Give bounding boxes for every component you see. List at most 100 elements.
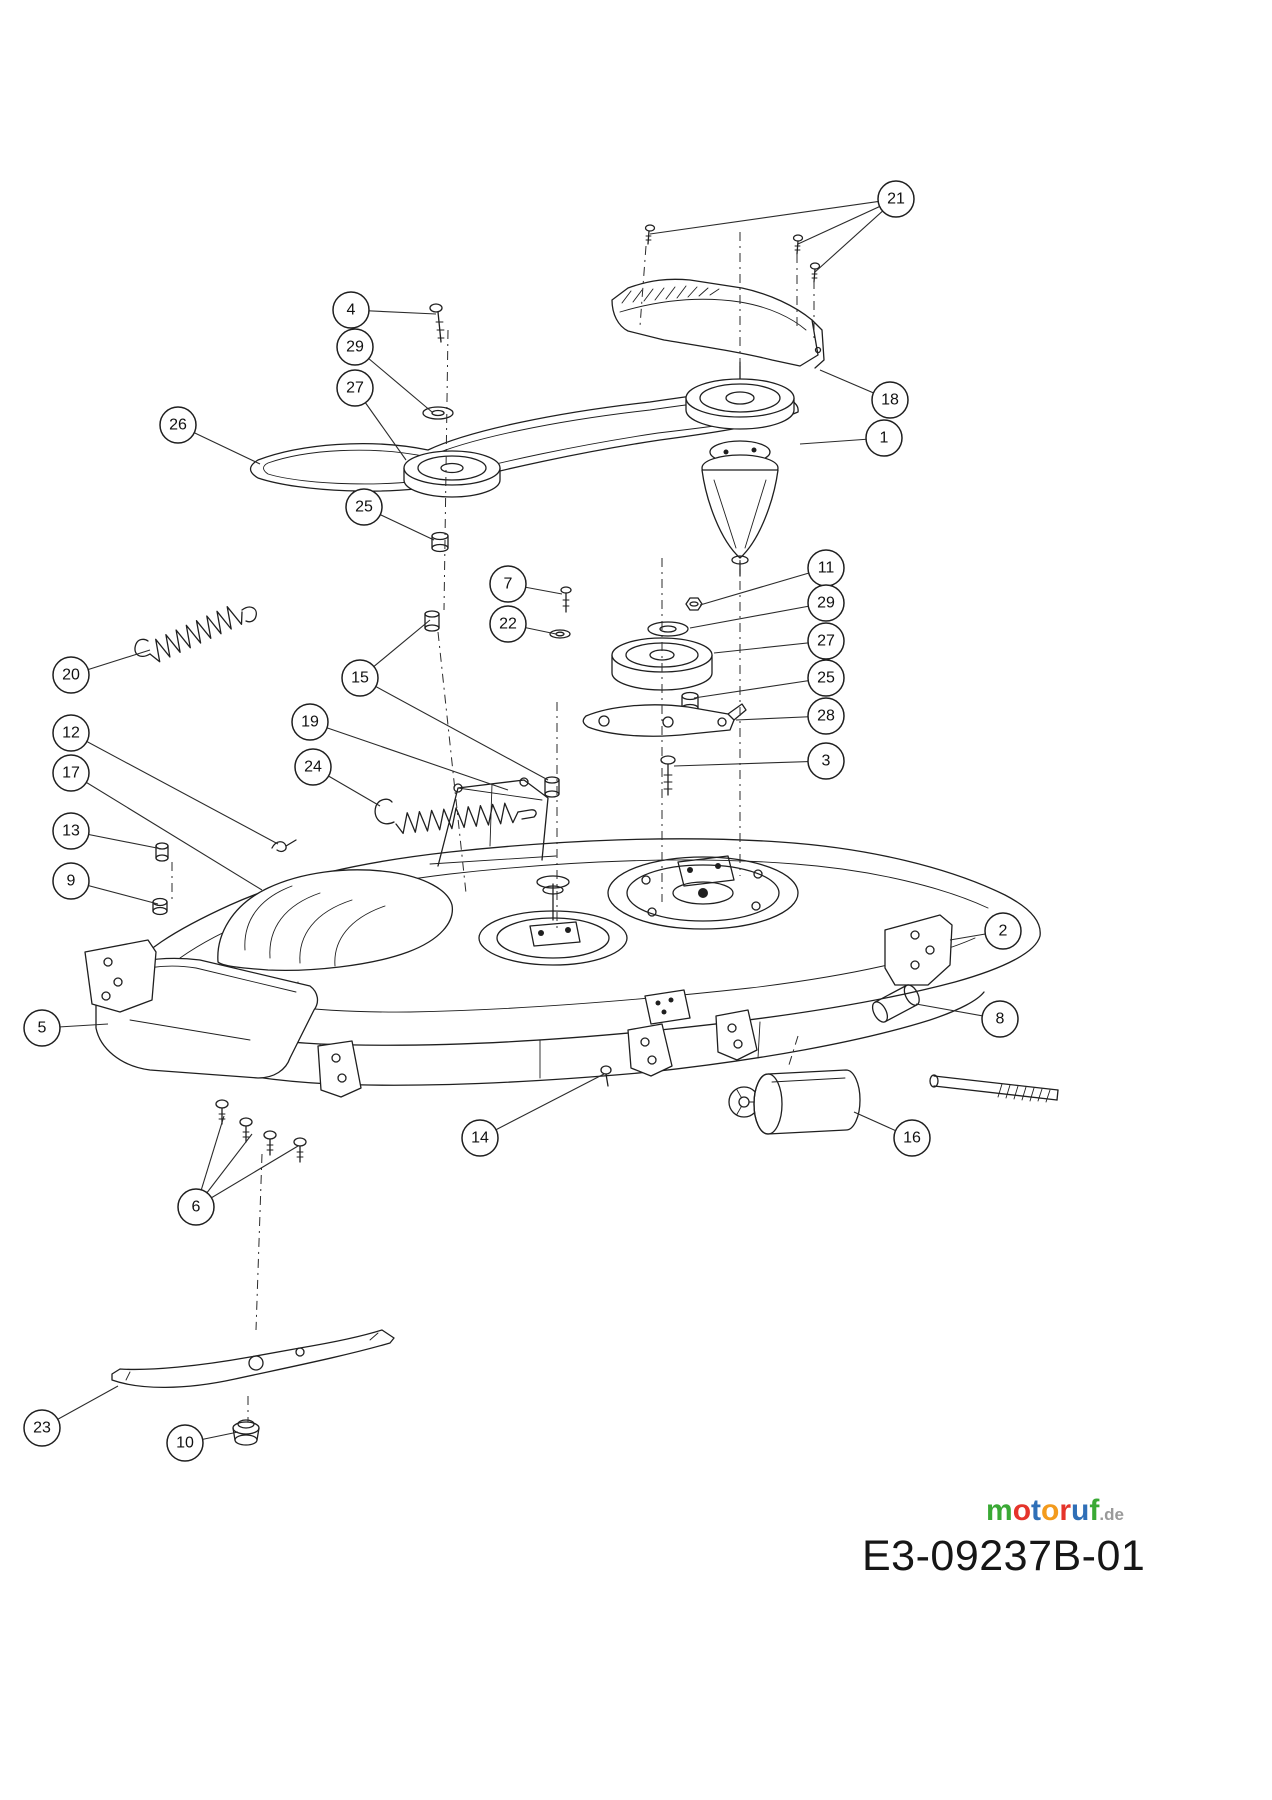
callout-26: 26 [159,406,197,444]
sleeve-spacers [424,610,560,798]
svg-text:13: 13 [62,823,80,840]
callout-29: 29 [336,328,374,366]
callout-19: 19 [291,703,329,741]
idler-pulley-top [403,450,501,498]
svg-text:25: 25 [355,499,373,516]
idler-spacer-lower [681,691,699,713]
svg-text:16: 16 [903,1130,921,1147]
svg-text:6: 6 [192,1199,201,1216]
svg-text:3: 3 [822,753,831,770]
callout-1: 1 [865,419,903,457]
callout-15: 15 [341,659,379,697]
callout-3: 3 [807,742,845,780]
right-bracket [884,914,953,986]
svg-text:9: 9 [67,873,76,890]
svg-text:27: 27 [817,633,835,650]
callout-28: 28 [807,697,845,735]
callout-6: 6 [177,1188,215,1226]
svg-text:21: 21 [887,191,905,208]
callout-13: 13 [52,812,90,850]
bolt-7 [560,586,572,613]
idler-bracket [582,703,747,737]
idler-spacer-top [431,531,449,553]
svg-text:12: 12 [62,725,80,742]
svg-text:17: 17 [62,765,80,782]
callout-16: 16 [893,1119,931,1157]
cover-screws [644,224,821,283]
spindle-assembly [685,361,795,577]
exploded-drawing [84,224,1059,1446]
idler-nut [685,597,703,611]
svg-text:22: 22 [499,616,517,633]
svg-text:23: 23 [33,1420,51,1437]
callout-27: 27 [336,369,374,407]
svg-text:1: 1 [880,430,889,447]
svg-text:11: 11 [818,560,835,577]
spindle-opening-middle [478,875,628,966]
callout-25: 25 [807,659,845,697]
watermark-suffix: .de [1099,1505,1124,1524]
svg-text:18: 18 [881,392,899,409]
left-bracket [84,939,157,1013]
lift-arm-frame [429,777,557,867]
callout-20: 20 [52,656,90,694]
callout-9: 9 [52,862,90,900]
callout-7: 7 [489,565,527,603]
callout-27: 27 [807,622,845,660]
idler-bolt [429,303,445,343]
svg-text:29: 29 [346,339,364,356]
svg-text:20: 20 [62,667,80,684]
belt-guard-cover [611,278,825,369]
leader-lines [41,198,1004,1444]
callout-17: 17 [52,754,90,792]
belt-cover-dome [217,869,453,971]
idler-washer-lower [647,621,689,637]
callout-24: 24 [294,748,332,786]
watermark-word: motoruf [986,1494,1100,1527]
svg-text:10: 10 [176,1435,194,1452]
ferrule-9 [152,897,168,916]
pin-13 [155,842,169,862]
clip-12 [271,839,297,853]
deck-roller [728,1069,861,1135]
svg-text:24: 24 [304,759,322,776]
callout-22: 22 [489,605,527,643]
callout-29: 29 [807,584,845,622]
part-code: E3-09237B-01 [862,1532,1146,1580]
watermark: motoruf.de [986,1496,1124,1526]
hex-bolt-3 [660,755,676,796]
svg-text:29: 29 [817,595,835,612]
callout-18: 18 [871,381,909,419]
svg-text:4: 4 [347,302,356,319]
idler-washer-top [422,406,454,420]
deck-screws [215,1099,307,1163]
callout-8: 8 [981,1000,1019,1038]
svg-text:7: 7 [504,576,513,593]
svg-text:8: 8 [996,1011,1005,1028]
svg-text:28: 28 [817,708,835,725]
svg-text:14: 14 [471,1130,489,1147]
springs [134,606,537,835]
svg-text:15: 15 [351,670,369,687]
mower-blade [111,1329,395,1389]
svg-text:25: 25 [817,670,835,687]
svg-text:5: 5 [38,1020,47,1037]
callout-14: 14 [461,1119,499,1157]
callout-4: 4 [332,291,370,329]
svg-text:2: 2 [999,923,1008,940]
callout-21: 21 [877,180,915,218]
center-lines [171,232,815,1422]
callout-5: 5 [23,1009,61,1047]
callout-10: 10 [166,1424,204,1462]
bolt-14 [600,1065,612,1087]
blade-nut [232,1419,260,1446]
svg-text:19: 19 [301,714,319,731]
callout-12: 12 [52,714,90,752]
callout-11: 11 [807,549,845,587]
svg-text:26: 26 [169,417,187,434]
hanger-brackets [317,989,758,1098]
callout-25: 25 [345,488,383,526]
spacer-pipe [871,984,920,1023]
